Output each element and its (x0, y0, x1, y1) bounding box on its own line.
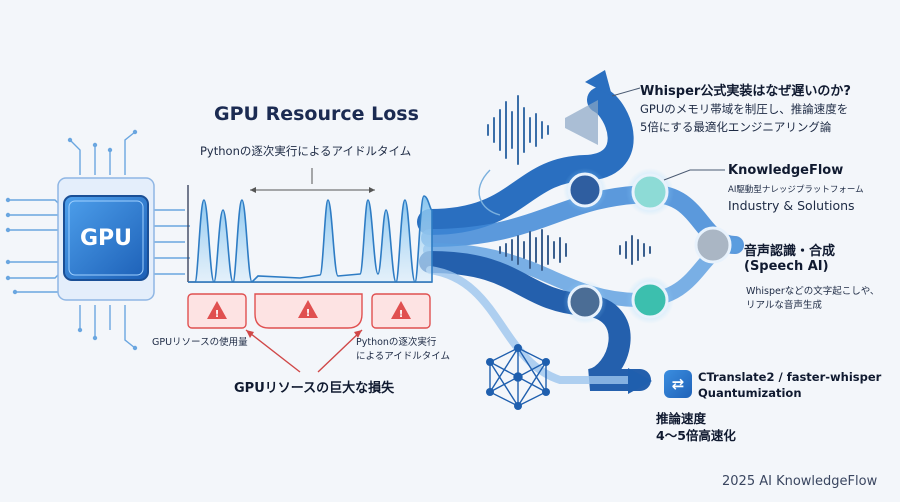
ctranslate-line2: Quantumization (698, 386, 802, 400)
gpu-utilization-chart (187, 168, 433, 283)
speech-heading2: (Speech AI) (744, 259, 829, 274)
svg-text:!: ! (215, 309, 220, 320)
utilization-area (188, 195, 433, 283)
warning-box-right: ! (371, 293, 431, 329)
warning-box-middle: ! (254, 293, 363, 329)
warning-box-left: ! (187, 293, 247, 329)
idle-caption: Pythonの逐次実行によるアイドルタイム (200, 144, 412, 158)
whisper-line1: GPUのメモリ帯域を制圧し、推論速度を (640, 102, 849, 116)
whisper-arrow-icon (585, 70, 612, 96)
cone-speaker-shape (565, 100, 598, 145)
circuit-traces (8, 131, 190, 349)
speech-line2: リアルな音声生成 (746, 300, 822, 311)
knowledgeflow-line: Industry & Solutions (728, 198, 855, 213)
svg-text:!: ! (399, 309, 404, 320)
neural-network-nodes (486, 344, 550, 410)
node-dark-top (563, 168, 607, 212)
label-connectors (611, 87, 725, 181)
usage-label: GPUリソースの使用量 (152, 337, 248, 348)
shuffle-icon: ⇄ (664, 370, 692, 398)
loss-arrowhead-right (354, 330, 362, 338)
audio-waveform-middle (499, 229, 651, 271)
ctranslate-line1: CTranslate2 / faster-whisper (698, 370, 882, 384)
loss-title: GPU Resource Loss (214, 103, 419, 125)
knowledgeflow-heading: KnowledgeFlow (728, 163, 844, 178)
neural-network-icon (489, 347, 547, 407)
audio-waveform-top (487, 95, 549, 165)
circuit-pads (5, 129, 138, 351)
speed-line1: 推論速度 (656, 411, 707, 426)
loss-arrows (245, 329, 363, 373)
footer-credit: 2025 AI KnowledgeFlow (722, 474, 878, 489)
thin-connector-top (478, 169, 501, 216)
node-teal-light (626, 168, 674, 216)
idle-label-line2: によるアイドルタイム (356, 351, 451, 362)
data-flow-ribbons (417, 87, 744, 391)
gpu-chip (57, 177, 155, 301)
node-dark-bottom (563, 280, 607, 324)
loss-arrowhead-left (246, 330, 254, 338)
loss-summary: GPUリソースの巨大な損失 (234, 381, 395, 396)
speech-heading1: 音声認識・合成 (744, 244, 836, 259)
gpu-chip-label: GPU (79, 225, 133, 251)
node-grey (694, 226, 732, 264)
speed-line2: 4〜5倍高速化 (656, 428, 736, 443)
knowledgeflow-sub: AI駆動型ナレッジプラットフォーム (728, 185, 864, 195)
speech-line1: Whisperなどの文字起こしや、 (746, 286, 880, 297)
idle-label-line1: Pythonの逐次実行 (356, 337, 437, 348)
flow-arrow-head (628, 368, 652, 394)
node-teal (626, 276, 674, 324)
whisper-heading: Whisper公式実装はなぜ遅いのか? (640, 84, 851, 99)
svg-text:!: ! (306, 308, 311, 319)
whisper-line2: 5倍にする最適化エンジニアリング論 (640, 120, 832, 134)
